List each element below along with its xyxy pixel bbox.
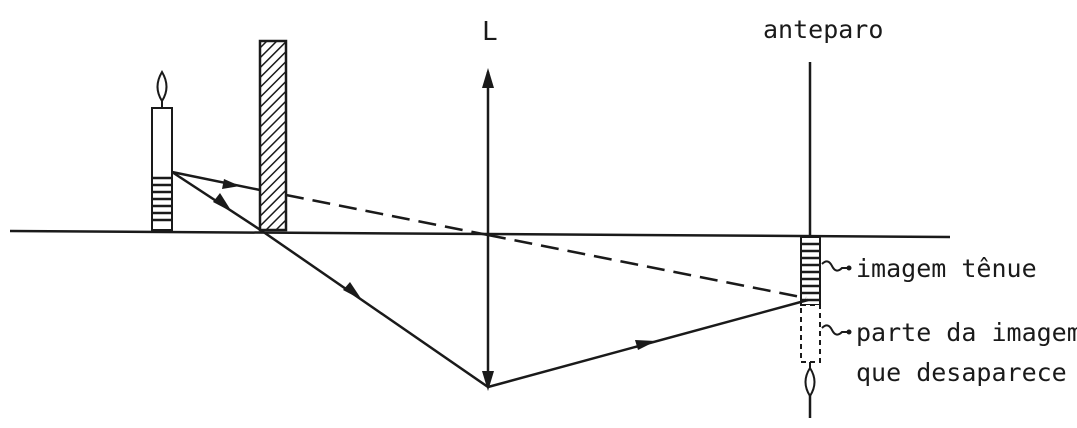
missing-part-label-line2: que desaparece: [856, 358, 1067, 387]
faint-image-label: imagem tênue: [856, 254, 1037, 283]
faint-image-part: [800, 236, 821, 306]
vanished-image-part: [800, 304, 821, 398]
ray-arrow-icon: [222, 179, 240, 189]
ray-arrow-icon: [343, 282, 362, 300]
leader-dot: [846, 329, 852, 335]
leader-faint-image: [821, 260, 848, 272]
ray-arrow-icon: [213, 193, 232, 212]
ray-to-lens-bottom: [261, 229, 489, 389]
flame-icon: [156, 70, 168, 103]
lens-bottom-arrow-icon: [482, 371, 494, 391]
lens-label: L: [482, 17, 498, 47]
inverted-flame-icon: [804, 366, 816, 398]
leader-dot: [846, 265, 852, 271]
ray-to-obstacle: [171, 170, 261, 192]
blocked-ray-dashed: [285, 193, 489, 237]
ray-arrow-icon: [635, 340, 656, 350]
refracted-ray-dashed: [487, 233, 807, 300]
leader-missing-part: [821, 324, 848, 336]
screen-label: anteparo: [763, 15, 883, 44]
lens: [482, 68, 494, 391]
candle-object: [151, 70, 173, 231]
lens-top-arrow-icon: [482, 68, 494, 88]
hatched-obstacle: [258, 39, 288, 232]
missing-part-label-line1: parte da imagem: [856, 318, 1077, 347]
light-rays: [171, 170, 809, 389]
candle-base-stripes: [152, 176, 172, 222]
